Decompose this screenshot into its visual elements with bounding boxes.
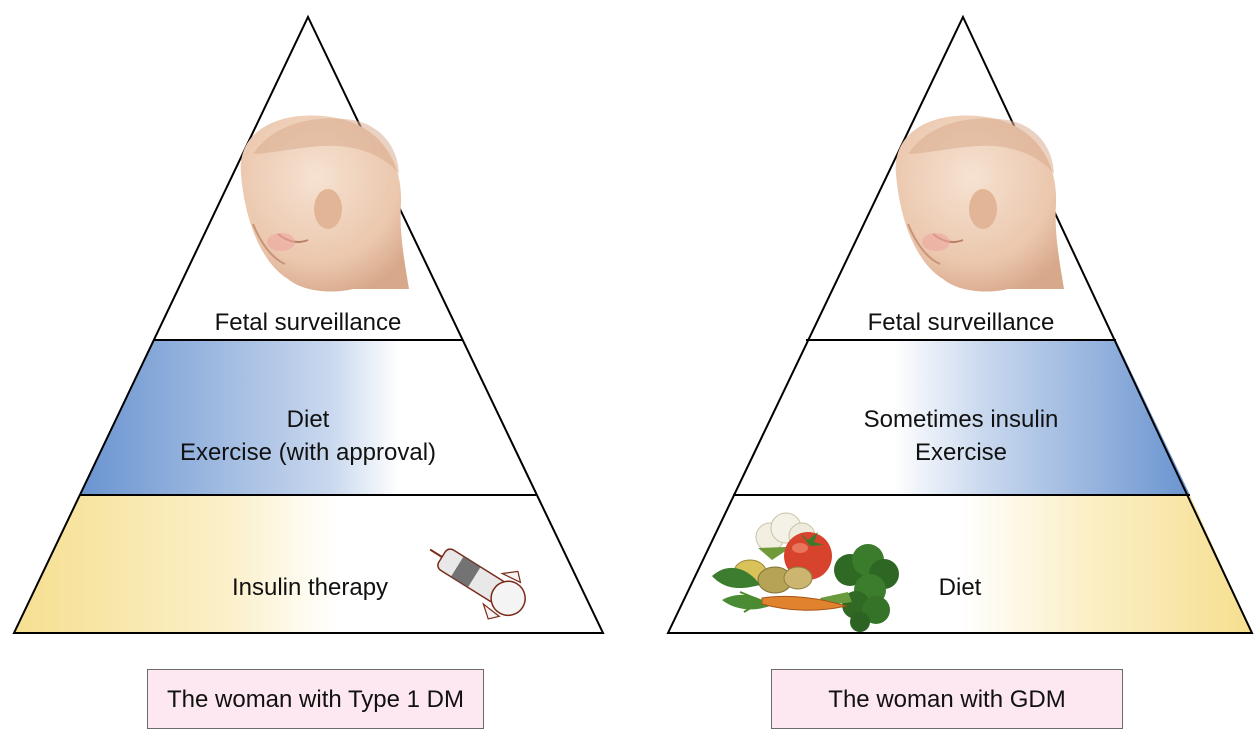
left-bottom-label: Insulin therapy xyxy=(190,571,430,604)
left-middle-label-line-2: Exercise (with approval) xyxy=(108,436,508,469)
left-middle-label-line-1: Diet xyxy=(108,403,508,436)
right-top-label: Fetal surveillance xyxy=(806,306,1116,339)
right-middle-label-line-1: Sometimes insulin xyxy=(761,403,1161,436)
left-caption: The woman with Type 1 DM xyxy=(147,669,484,729)
right-bottom-label: Diet xyxy=(900,571,1020,604)
right-caption: The woman with GDM xyxy=(771,669,1123,729)
right-middle-label-line-2: Exercise xyxy=(761,436,1161,469)
left-top-label: Fetal surveillance xyxy=(154,306,462,339)
